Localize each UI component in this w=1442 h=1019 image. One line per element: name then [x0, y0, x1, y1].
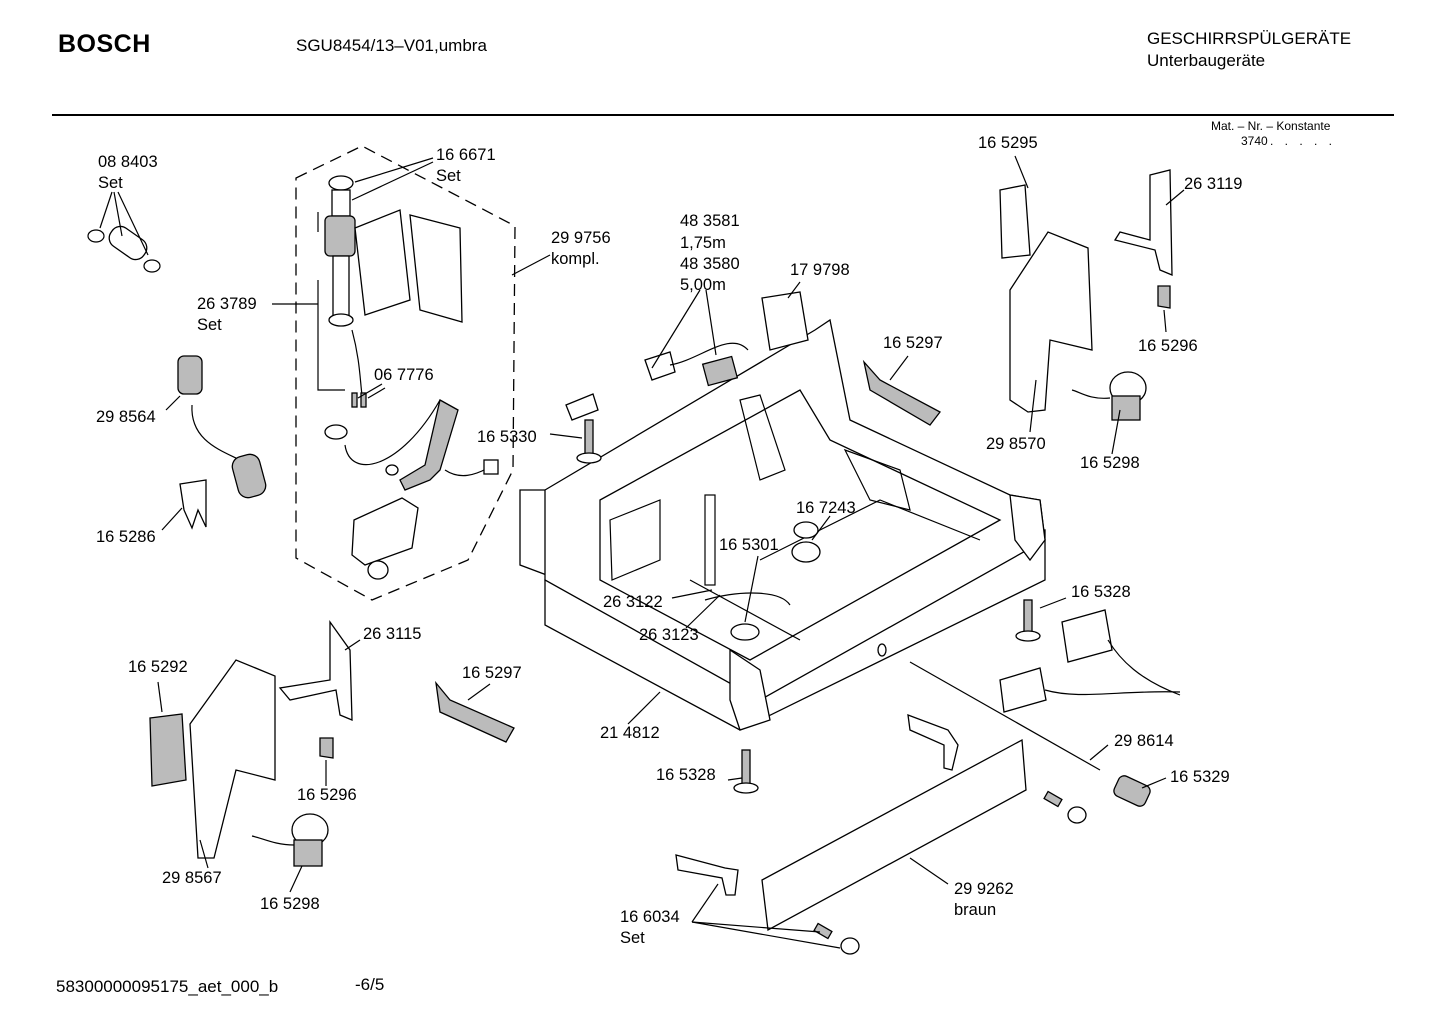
callout-165330: 16 5330 [477, 428, 537, 446]
hose-clamp-set-drawing [87, 225, 161, 273]
category-subtitle: Unterbaugeräte [1147, 51, 1266, 70]
material-number-value: 3740 [1241, 134, 1268, 148]
callout-298570: 29 8570 [986, 435, 1046, 453]
hinge-module-bottom-drawing [251, 813, 329, 867]
connector-harness-drawing [909, 609, 1181, 771]
panel-bracket-top-drawing [907, 714, 959, 771]
header-divider [52, 114, 1394, 116]
brand-logo: BOSCH [58, 30, 151, 58]
category-title: GESCHIRRSPÜLGERÄTE [1147, 29, 1352, 48]
part-16-5301-drawing [704, 592, 791, 641]
callout-263122: 26 3122 [603, 593, 663, 611]
assembly-boundary [295, 145, 516, 601]
clip-drawing [179, 479, 207, 530]
callout-088403: 08 8403 [98, 153, 158, 171]
callout-483581-length: 1,75m [680, 234, 726, 252]
callout-165298-top: 16 5298 [1080, 454, 1140, 472]
leader-lines [99, 155, 1185, 949]
callout-165301: 16 5301 [719, 536, 779, 554]
callout-299262: 29 9262 [954, 880, 1014, 898]
clip-16-5296-bottom-drawing [319, 737, 334, 759]
coil-hose-drawing [344, 399, 499, 491]
callout-165329: 16 5329 [1170, 768, 1230, 786]
callout-166671-note: Set [436, 167, 461, 185]
callout-167243: 16 7243 [796, 499, 856, 517]
callout-179798: 17 9798 [790, 261, 850, 279]
spring-holder-top-drawing [862, 359, 941, 426]
knob-16-5329-drawing [1113, 775, 1151, 807]
model-number: SGU8454/13–V01,umbra [296, 36, 487, 55]
spring-holder-bottom-drawing [435, 680, 515, 743]
callout-483581: 48 3581 [680, 212, 740, 230]
callout-165296-bottom: 16 5296 [297, 786, 357, 804]
callout-263115: 26 3115 [363, 625, 421, 643]
callout-165328-bottom: 16 5328 [656, 766, 716, 784]
cover-16-5292-drawing [149, 713, 187, 787]
foot-screw-bottom-drawing [733, 749, 759, 794]
foot-screw-top-drawing [1015, 599, 1041, 642]
panel-bracket-bottom-drawing [675, 854, 739, 896]
callout-299756-note: kompl. [551, 250, 600, 268]
callout-labels: 08 8403 Set 16 6671 Set 29 9756 kompl. 2… [96, 134, 1242, 947]
callout-263123: 26 3123 [639, 626, 699, 644]
callout-067776: 06 7776 [374, 366, 434, 384]
callout-165296-top: 16 5296 [1138, 337, 1198, 355]
module-17-9798-drawing [761, 291, 809, 351]
callout-165292: 16 5292 [128, 658, 188, 676]
callout-299262-color: braun [954, 901, 996, 919]
water-valve-drawing [324, 175, 463, 440]
callout-165286: 16 5286 [96, 528, 156, 546]
callout-298614: 29 8614 [1114, 732, 1174, 750]
callout-298567: 29 8567 [162, 869, 222, 887]
callout-165297-bottom: 16 5297 [462, 664, 522, 682]
callout-263789: 26 3789 [197, 295, 257, 313]
callout-214812: 21 4812 [600, 724, 660, 742]
clip-16-5296-top-drawing [1157, 285, 1171, 309]
callout-166034: 16 6034 [620, 908, 680, 926]
plate-29-8570-drawing [1009, 231, 1093, 413]
callout-483580-length: 5,00m [680, 276, 726, 294]
callout-299756: 29 9756 [551, 229, 611, 247]
page-number: -6/5 [355, 975, 385, 994]
cover-16-5295-drawing [999, 184, 1031, 259]
screw-cap-set-drawing [813, 790, 1087, 955]
cable-harness-drawing [644, 342, 749, 387]
hinge-module-top-drawing [1071, 371, 1147, 421]
block-16-5330-drawing [565, 393, 599, 421]
callout-165297-top: 16 5297 [883, 334, 943, 352]
material-number-dots: . . . . . [1270, 134, 1337, 148]
callout-088403-note: Set [98, 174, 123, 192]
callout-166034-note: Set [620, 929, 645, 947]
callout-483580: 48 3580 [680, 255, 740, 273]
callout-165328-top: 16 5328 [1071, 583, 1131, 601]
seal-16-7243-drawing [791, 521, 821, 563]
panel-29-9262-drawing [761, 738, 1027, 932]
control-bracket-drawing [351, 497, 419, 566]
plug-drawing [367, 560, 389, 580]
bracket-26-3119-drawing [1113, 169, 1173, 276]
base-frame-drawing [519, 318, 1046, 731]
callout-298564: 29 8564 [96, 408, 156, 426]
callout-263119: 26 3119 [1184, 175, 1242, 193]
material-number-label: Mat. – Nr. – Konstante [1211, 119, 1331, 133]
document-code: 58300000095175_aet_000_b [56, 977, 279, 996]
plate-29-8567-drawing [189, 659, 276, 859]
screw-drawing [576, 419, 602, 464]
callout-263789-note: Set [197, 316, 222, 334]
callout-165295: 16 5295 [978, 134, 1038, 152]
callout-165298-bottom: 16 5298 [260, 895, 320, 913]
callout-166671: 16 6671 [436, 146, 496, 164]
bracket-26-3115-drawing [278, 619, 353, 721]
drain-hose-drawing [177, 355, 267, 499]
